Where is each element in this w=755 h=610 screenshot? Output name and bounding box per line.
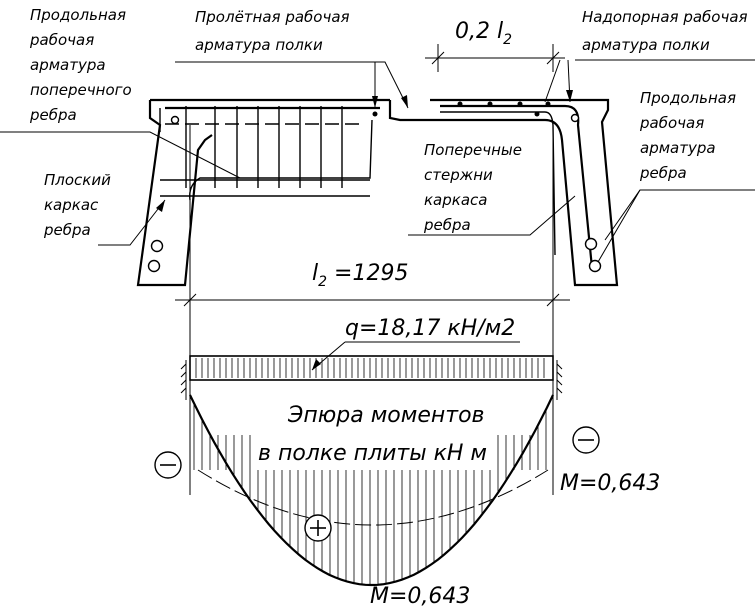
rebar-dots <box>147 101 602 273</box>
leader-lines <box>0 59 755 263</box>
text-labels: Продольная рабочая арматура поперечного … <box>29 6 748 609</box>
label-flat-frame-2: ребра <box>43 221 91 239</box>
support-rebar-line <box>440 104 594 269</box>
flange-underside <box>189 119 373 201</box>
distributed-load <box>180 341 563 400</box>
label-long-rebar-rib-2: арматура <box>640 139 716 157</box>
label-long-rebar-cross-rib-3: поперечного <box>30 81 132 99</box>
moment-curve <box>189 394 554 587</box>
label-long-rebar-rib-1: рабочая <box>639 114 704 132</box>
label-span-rebar-1: арматура полки <box>195 36 323 54</box>
label-long-rebar-rib-3: ребра <box>639 164 687 182</box>
label-flat-frame-1: каркас <box>44 196 99 214</box>
label-support-rebar-0: Надопорная рабочая <box>582 8 748 26</box>
label-long-rebar-cross-rib-0: Продольная <box>30 6 126 24</box>
label-cross-bars-2: каркаса <box>424 191 487 209</box>
left-rib-outline <box>136 98 390 287</box>
label-moment-title-1: в полке плиты кН м <box>258 441 487 466</box>
flat-frame-verticals <box>185 106 343 188</box>
label-long-rebar-rib-0: Продольная <box>640 89 736 107</box>
flat-frame-chords <box>159 108 370 197</box>
label-flat-frame-0: Плоский <box>44 171 111 189</box>
label-long-rebar-cross-rib-1: рабочая <box>29 31 94 49</box>
label-moment-support: M=0,643 <box>560 471 660 496</box>
dimension-l2 <box>175 125 570 495</box>
label-span-rebar-0: Пролётная рабочая <box>195 8 350 26</box>
cross-bar-right <box>440 111 556 256</box>
label-moment-span: M=0,643 <box>370 584 470 609</box>
label-cross-bars-1: стержни <box>424 166 493 184</box>
slab-cross-section <box>136 98 619 287</box>
label-support-rebar-1: арматура полки <box>582 36 710 54</box>
label-load: q=18,17 кН/м2 <box>345 316 515 341</box>
label-dim-02: 0,2 l2 <box>455 19 512 48</box>
label-moment-title-0: Эпюра моментов <box>287 403 485 428</box>
dimension-02-l2 <box>425 44 565 72</box>
label-long-rebar-cross-rib-2: арматура <box>30 56 106 74</box>
moment-diagram <box>154 394 600 587</box>
label-span-l2: l2 =1295 <box>312 261 408 290</box>
label-long-rebar-cross-rib-4: ребра <box>29 106 77 124</box>
label-cross-bars-3: ребра <box>423 216 471 234</box>
right-rib-outline <box>388 98 619 287</box>
label-cross-bars-0: Поперечные <box>424 141 522 159</box>
